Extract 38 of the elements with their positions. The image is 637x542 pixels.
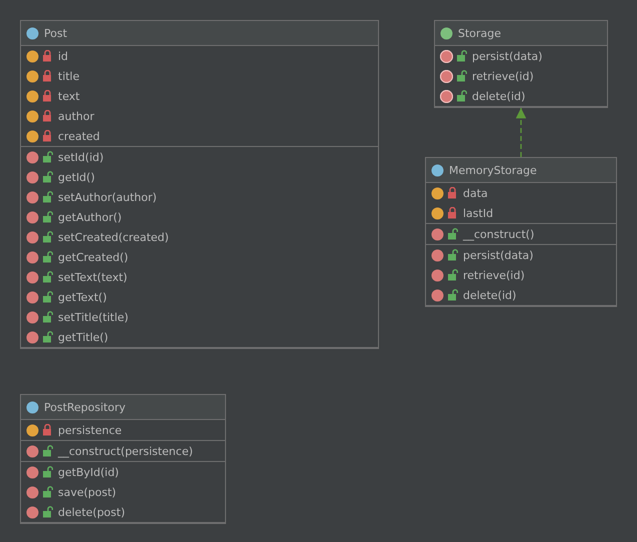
method-name: delete(id): [472, 90, 526, 102]
method-name: getCreated(): [58, 250, 128, 264]
method-name: getById(id): [58, 466, 119, 478]
dashed-arrow: [516, 108, 526, 157]
class-name: Post: [44, 26, 68, 40]
method-name: save(post): [58, 486, 116, 498]
class-box: [20, 20, 379, 349]
field-name: lastId: [463, 206, 494, 220]
class-box: [434, 20, 608, 108]
method-name: __construct(): [463, 228, 534, 240]
method-name: getText(): [58, 290, 107, 304]
method-name: setCreated(created): [58, 230, 169, 244]
method-name: setTitle(title): [58, 310, 128, 324]
class-box: [425, 157, 617, 307]
method-name: setId(id): [58, 150, 104, 164]
method-name: getAuthor(): [58, 210, 122, 224]
class-name: PostRepository: [44, 400, 126, 414]
method-name: retrieve(id): [463, 268, 525, 282]
field-name: author: [58, 110, 94, 122]
class-name: Storage: [458, 26, 502, 40]
method-name: setText(text): [58, 270, 128, 284]
method-name: delete(post): [58, 506, 125, 518]
method-name: delete(id): [463, 288, 516, 302]
method-name: __construct(persistence): [58, 444, 193, 458]
class-box: [20, 394, 226, 524]
method-name: getId(): [58, 170, 95, 184]
method-name: setAuthor(author): [58, 190, 157, 204]
method-name: retrieve(id): [472, 70, 534, 82]
method-name: persist(data): [463, 248, 534, 262]
method-name: persist(data): [472, 50, 542, 62]
class-name: MemoryStorage: [449, 164, 537, 176]
field-name: created: [58, 130, 100, 142]
field-name: text: [58, 90, 80, 102]
field-name: persistence: [58, 424, 122, 436]
method-name: getTitle(): [58, 330, 108, 344]
field-name: title: [58, 70, 80, 82]
field-name: id: [58, 50, 68, 62]
field-name: data: [463, 186, 488, 200]
